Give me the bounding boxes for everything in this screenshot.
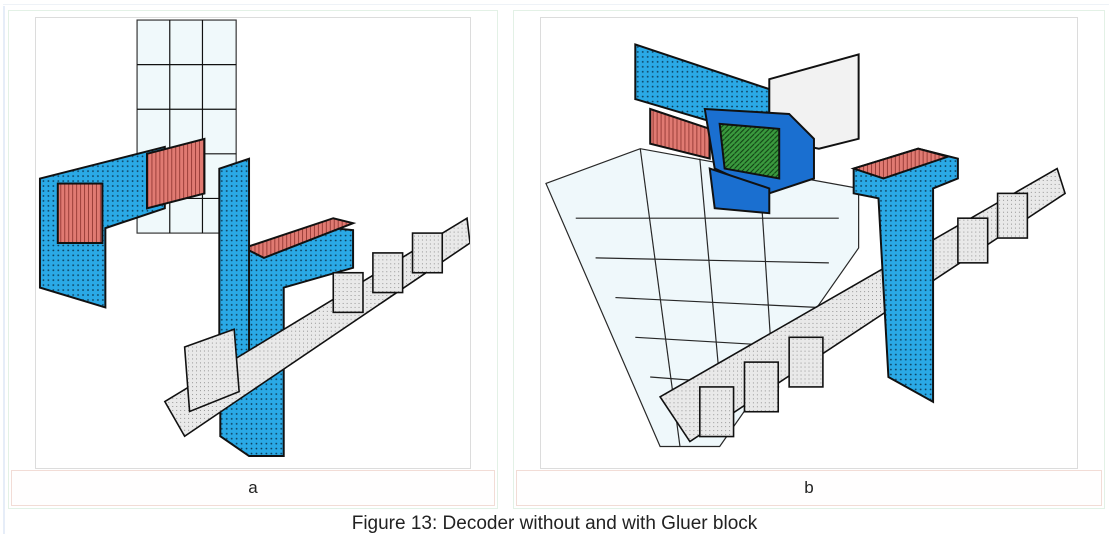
image-frame-b [540,17,1078,469]
top-rule [3,4,1109,5]
gluer-block [703,107,815,215]
subcaption-b: b [516,470,1102,506]
right-column [850,147,959,404]
subcaption-a-label: a [248,478,258,497]
gray-bar [163,216,470,438]
left-rule [3,6,5,534]
right-structure [218,157,357,458]
decoder-without-gluer-image [38,19,470,458]
subcaption-a: a [11,470,495,506]
subcaption-b-label: b [804,478,814,497]
glass-wedge [545,148,860,448]
decoder-with-gluer-image [545,43,1067,448]
figure-caption: Figure 13: Decoder without and with Glue… [351,513,758,534]
left-arm [38,137,206,309]
image-frame-a [35,17,471,469]
gray-bar-b [658,167,1067,443]
panel-a: a [8,10,498,509]
panel-b: b [513,10,1105,509]
